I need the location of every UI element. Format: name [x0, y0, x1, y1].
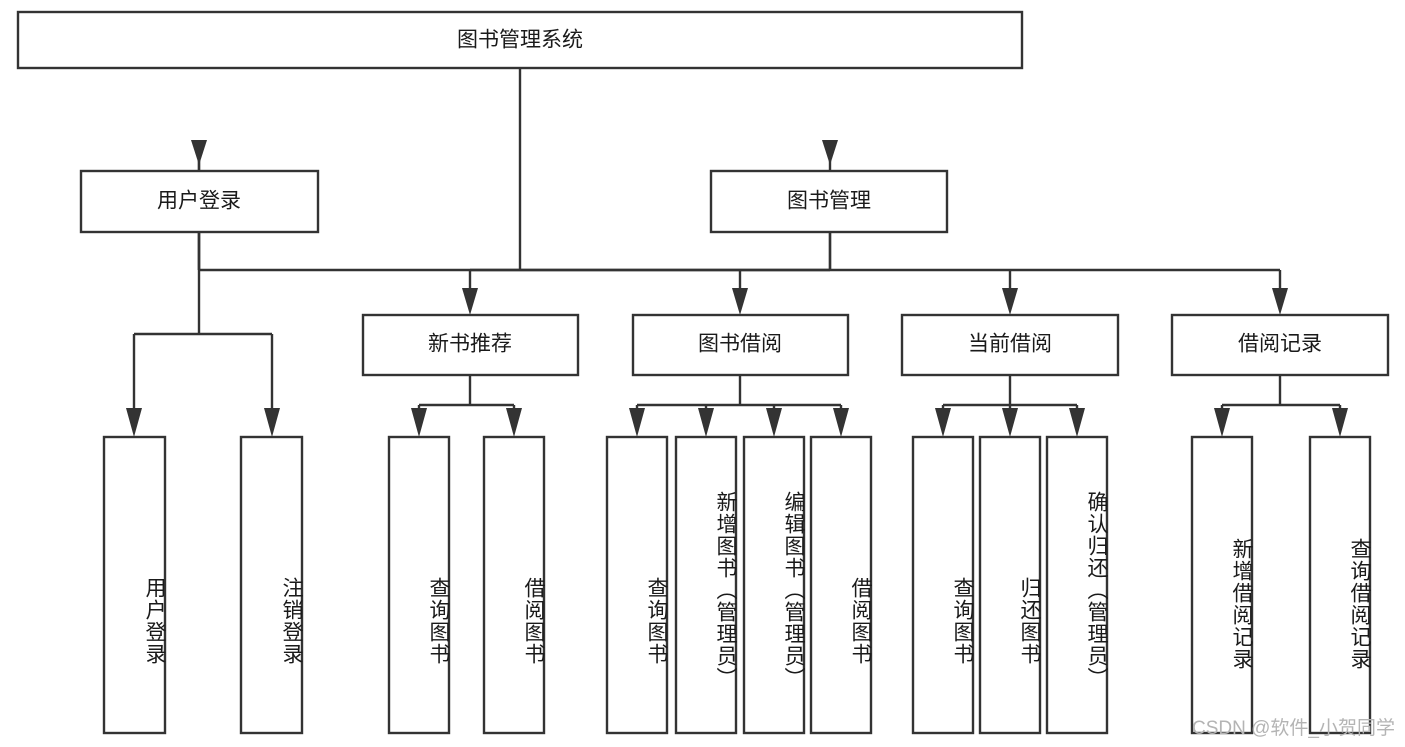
arrow-book-manage — [822, 140, 838, 165]
node-leaf-return-book-box[interactable] — [978, 435, 1042, 735]
connector-group-root — [191, 68, 838, 272]
node-leaf-add-record-box[interactable] — [1190, 435, 1254, 735]
connector-group-borrow-record — [1214, 375, 1348, 437]
arrow-borrow-record — [1272, 288, 1288, 315]
arrow-leaf-borrow-book-1 — [506, 408, 522, 437]
node-book-manage-label: 图书管理 — [787, 190, 871, 213]
arrow-leaf-borrow-book-2 — [833, 408, 849, 437]
node-root-label: 图书管理系统 — [457, 29, 583, 52]
arrow-leaf-logout — [264, 408, 280, 437]
node-borrow-record[interactable]: 借阅记录 — [1170, 313, 1390, 377]
node-leaf-confirm-return-box[interactable] — [1045, 435, 1109, 735]
node-book-borrow[interactable]: 图书借阅 — [631, 313, 850, 377]
node-book-manage[interactable]: 图书管理 — [709, 169, 949, 234]
connector-group-current-borrow — [935, 375, 1085, 437]
arrow-leaf-query-book-2 — [629, 408, 645, 437]
node-leaf-query-book-1-box[interactable] — [387, 435, 451, 735]
node-leaf-query-book-3-box[interactable] — [911, 435, 975, 735]
node-leaf-add-book-box[interactable] — [674, 435, 738, 735]
connector-group-book-borrow — [629, 375, 849, 437]
arrow-leaf-add-record — [1214, 408, 1230, 437]
connector-group-book-manage — [462, 232, 1288, 315]
node-book-manage-box[interactable] — [709, 169, 949, 234]
node-leaf-borrow-book-1-box[interactable] — [482, 435, 546, 735]
node-current-borrow[interactable]: 当前借阅 — [900, 313, 1120, 377]
arrow-new-book-rec — [462, 288, 478, 315]
arrow-leaf-query-book-1 — [411, 408, 427, 437]
node-user-login-label: 用户登录 — [157, 190, 241, 213]
arrow-leaf-user-login — [126, 408, 142, 437]
arrow-leaf-return-book — [1002, 408, 1018, 437]
node-leaf-user-login-box[interactable] — [102, 435, 167, 735]
node-user-login[interactable]: 用户登录 — [79, 169, 320, 234]
node-book-borrow-box[interactable] — [631, 313, 850, 377]
node-leaf-edit-book-box[interactable] — [742, 435, 806, 735]
node-new-book-rec[interactable]: 新书推荐 — [361, 313, 580, 377]
node-current-borrow-box[interactable] — [900, 313, 1120, 377]
node-user-login-box[interactable] — [79, 169, 320, 234]
node-root-box[interactable] — [16, 10, 1024, 70]
arrow-leaf-query-record — [1332, 408, 1348, 437]
arrow-book-borrow — [732, 288, 748, 315]
node-borrow-record-label: 借阅记录 — [1238, 333, 1322, 356]
node-leaf-query-book-2-box[interactable] — [605, 435, 669, 735]
arrow-leaf-add-book — [698, 408, 714, 437]
arrow-leaf-edit-book — [766, 408, 782, 437]
node-book-borrow-label: 图书借阅 — [698, 333, 782, 356]
node-current-borrow-label: 当前借阅 — [968, 333, 1052, 356]
node-new-book-rec-label: 新书推荐 — [428, 333, 512, 356]
node-leaf-borrow-book-2-box[interactable] — [809, 435, 873, 735]
node-new-book-rec-box[interactable] — [361, 313, 580, 377]
connector-group-user-login — [126, 232, 280, 437]
node-borrow-record-box[interactable] — [1170, 313, 1390, 377]
node-leaf-query-record-box[interactable] — [1308, 435, 1372, 735]
arrow-current-borrow — [1002, 288, 1018, 315]
arrow-leaf-confirm-return — [1069, 408, 1085, 437]
csdn-watermark: CSDN @软件_小贺同学 — [1192, 718, 1395, 739]
arrow-leaf-query-book-3 — [935, 408, 951, 437]
leaf-boxes — [102, 435, 1372, 735]
connector-group-new-book-rec — [411, 375, 522, 437]
node-leaf-logout-box[interactable] — [239, 435, 304, 735]
arrow-user-login — [191, 140, 207, 165]
node-root[interactable]: 图书管理系统 — [16, 10, 1024, 70]
